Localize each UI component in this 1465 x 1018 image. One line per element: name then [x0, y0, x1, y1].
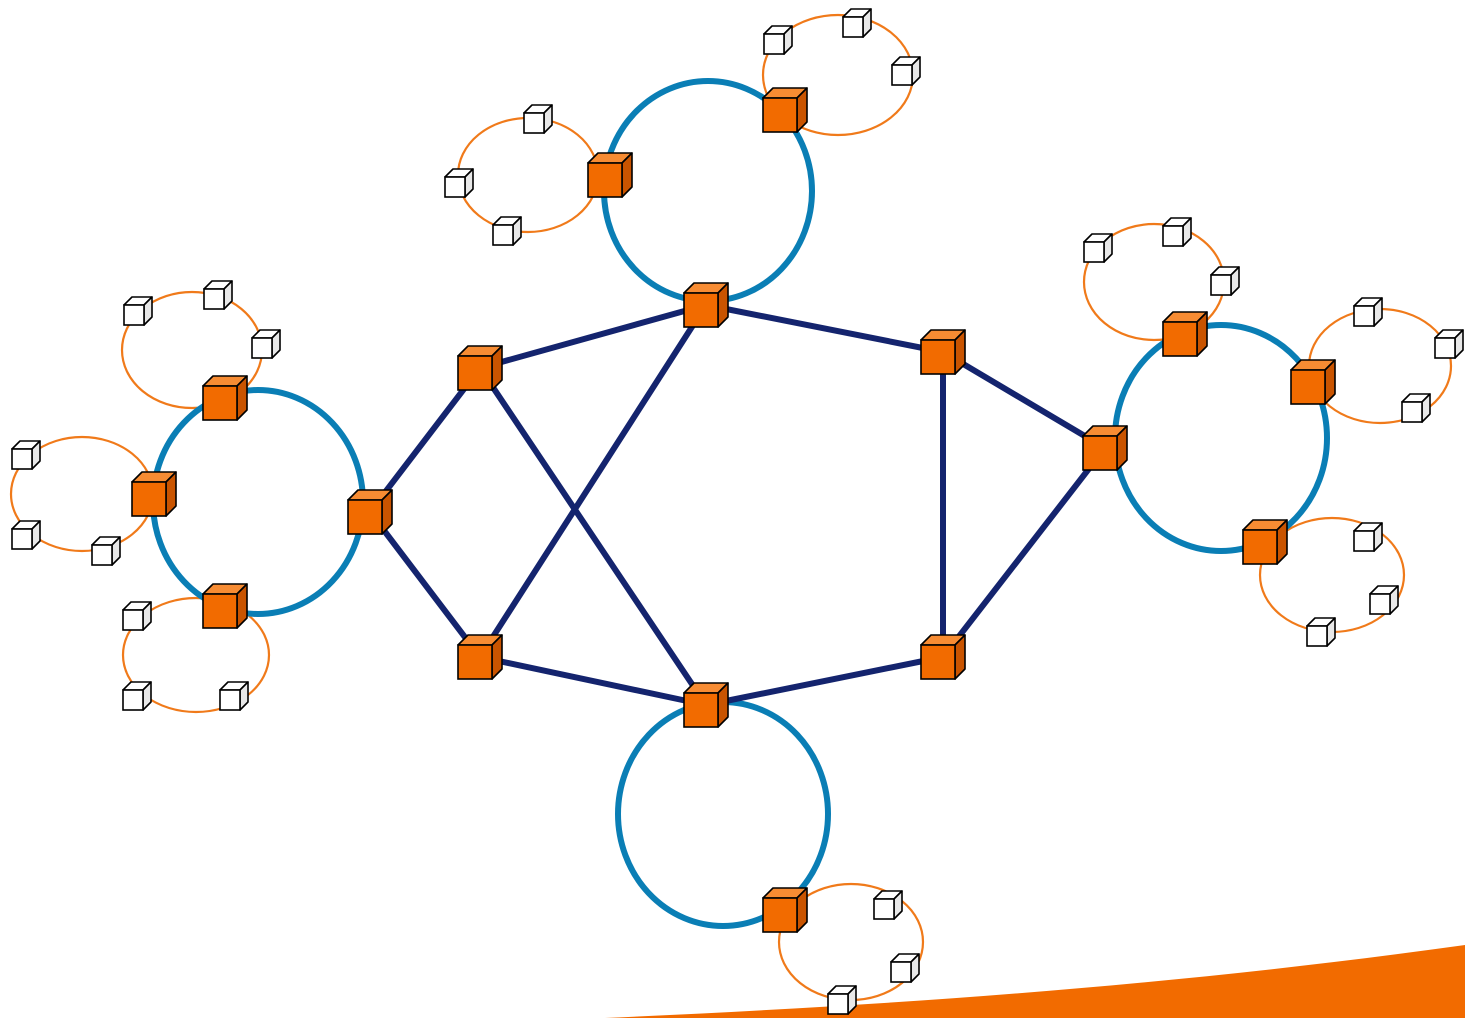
- access-node-cube-icon-17: [1162, 217, 1192, 247]
- access-node-cube-icon-5: [444, 168, 474, 198]
- core-link-10: [940, 349, 1108, 451]
- access-node-cube-icon-4: [523, 104, 553, 134]
- access-node-cube-icon-6: [492, 216, 522, 246]
- gateway-node-cube-icon-3: [202, 375, 248, 421]
- core-node-cube-icon-d: [683, 282, 729, 328]
- gateway-node-cube-icon-4: [131, 471, 177, 517]
- core-link-8: [703, 654, 946, 708]
- access-node-cube-icon-22: [1353, 522, 1383, 552]
- core-node-cube-icon-e: [683, 682, 729, 728]
- core-node-cube-icon-g: [920, 634, 966, 680]
- access-ring-left-c: [121, 596, 271, 714]
- access-node-cube-icon-2: [842, 8, 872, 38]
- core-link-5: [477, 302, 709, 660]
- core-link-3: [477, 302, 709, 371]
- core-node-cube-icon-h: [1082, 425, 1128, 471]
- access-node-cube-icon-23: [1369, 585, 1399, 615]
- access-node-cube-icon-7: [123, 296, 153, 326]
- gateway-node-cube-icon-9: [762, 887, 808, 933]
- core-node-cube-icon-a: [347, 489, 393, 535]
- access-node-cube-icon-11: [11, 520, 41, 550]
- access-node-cube-icon-14: [122, 681, 152, 711]
- access-ring-top-b: [456, 116, 600, 234]
- access-node-cube-icon-16: [1083, 233, 1113, 263]
- access-node-cube-icon-20: [1434, 329, 1464, 359]
- access-node-cube-icon-21: [1401, 393, 1431, 423]
- gateway-node-cube-icon-6: [1162, 311, 1208, 357]
- core-link-2: [367, 509, 483, 660]
- core-link-11: [940, 445, 1108, 660]
- core-node-cube-icon-f: [920, 329, 966, 375]
- access-node-cube-icon-13: [122, 601, 152, 631]
- gateway-node-cube-icon-7: [1290, 359, 1336, 405]
- access-node-cube-icon-8: [203, 280, 233, 310]
- access-node-cube-icon-1: [763, 25, 793, 55]
- gateway-node-cube-icon-5: [202, 583, 248, 629]
- access-node-cube-icon-9: [251, 329, 281, 359]
- access-node-cube-icon-15: [219, 681, 249, 711]
- access-node-cube-icon-26: [890, 953, 920, 983]
- access-node-cube-icon-10: [11, 440, 41, 470]
- core-link-7: [703, 302, 946, 355]
- core-link-1: [367, 365, 483, 515]
- core-node-cube-icon-b: [457, 345, 503, 391]
- metro-ring-right: [1112, 322, 1330, 554]
- access-node-cube-icon-18: [1210, 266, 1240, 296]
- metro-ring-left: [150, 387, 366, 617]
- core-node-cube-icon-cn: [457, 634, 503, 680]
- gateway-node-cube-icon-8: [1242, 519, 1288, 565]
- access-node-cube-icon-3: [891, 56, 921, 86]
- access-node-cube-icon-12: [91, 536, 121, 566]
- gateway-node-cube-icon-1: [762, 87, 808, 133]
- accent-wedge: [605, 945, 1465, 1018]
- core-link-6: [477, 654, 709, 708]
- access-node-cube-icon-27: [827, 985, 857, 1015]
- access-node-cube-icon-24: [1306, 617, 1336, 647]
- gateway-node-cube-icon-2: [587, 152, 633, 198]
- core-link-4: [477, 365, 709, 708]
- access-node-cube-icon-25: [873, 890, 903, 920]
- access-node-cube-icon-19: [1353, 297, 1383, 327]
